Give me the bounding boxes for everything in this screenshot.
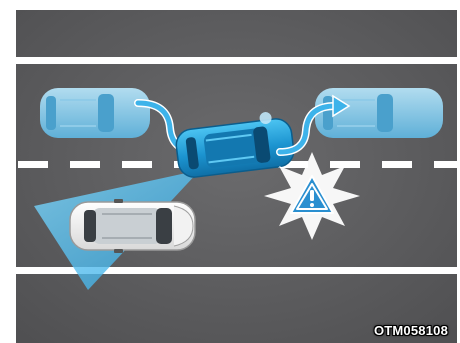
figure-code: OTM058108 <box>374 323 448 338</box>
lane-line-top <box>16 57 457 64</box>
adjacent-white-car <box>70 199 195 253</box>
ghost-car-start <box>40 88 150 138</box>
